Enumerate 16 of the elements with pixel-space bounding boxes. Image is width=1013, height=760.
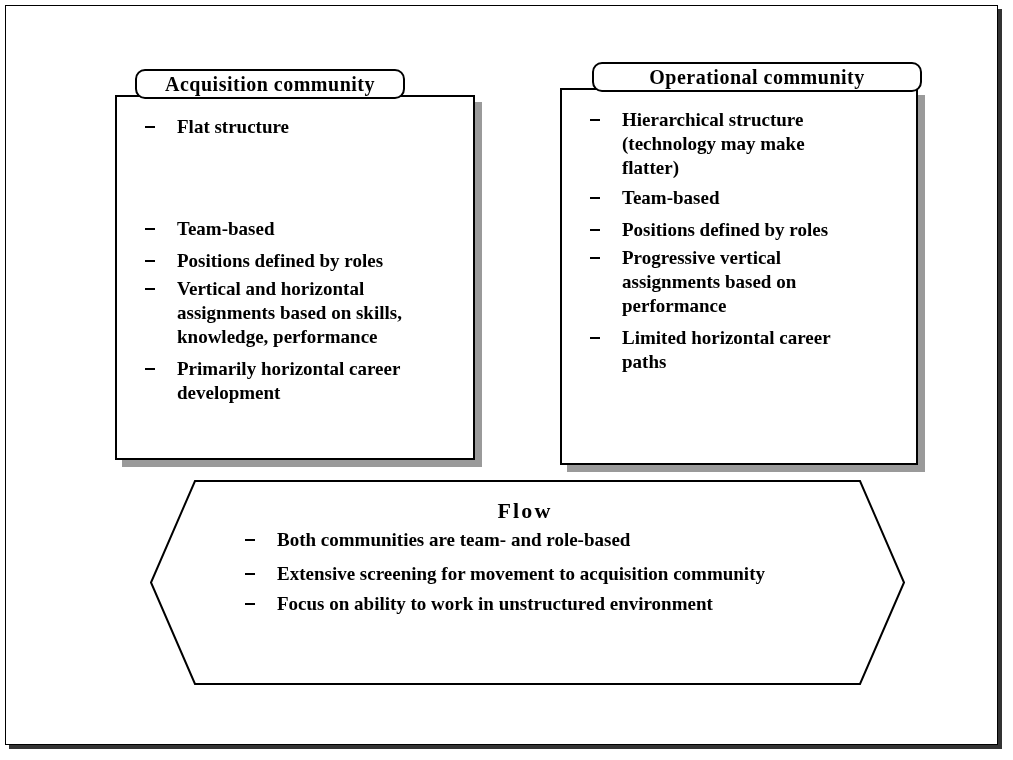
bullet-text: Team-based: [622, 186, 720, 210]
bullet-text: Positions defined by roles: [177, 249, 384, 273]
bullet-text: Extensive screening for movement to acquisition community: [277, 562, 765, 586]
bullet-text: Primarily horizontal career development: [177, 357, 401, 405]
bullet-text: Focus on ability to work in unstructured environment: [277, 592, 713, 616]
bullet-text: Vertical and horizontal assignments based on skills, knowledge, performance: [177, 277, 403, 349]
bullet-text: Flat structure: [177, 115, 290, 139]
panel-heading-tab: Acquisition community: [135, 69, 405, 99]
bullet-text: Hierarchical structure (technology may make flatter): [622, 108, 806, 180]
bullet-text: Progressive vertical assignments based on performance: [622, 246, 798, 318]
bullet-text: Positions defined by roles: [622, 218, 829, 242]
bullet-text: Limited horizontal career paths: [622, 326, 832, 374]
bullet-text: Team-based: [177, 217, 275, 241]
panel-heading-tab: Operational community: [592, 62, 922, 92]
bullet-text: Both communities are team- and role-based: [277, 528, 631, 552]
flow-heading: Flow: [497, 498, 553, 524]
